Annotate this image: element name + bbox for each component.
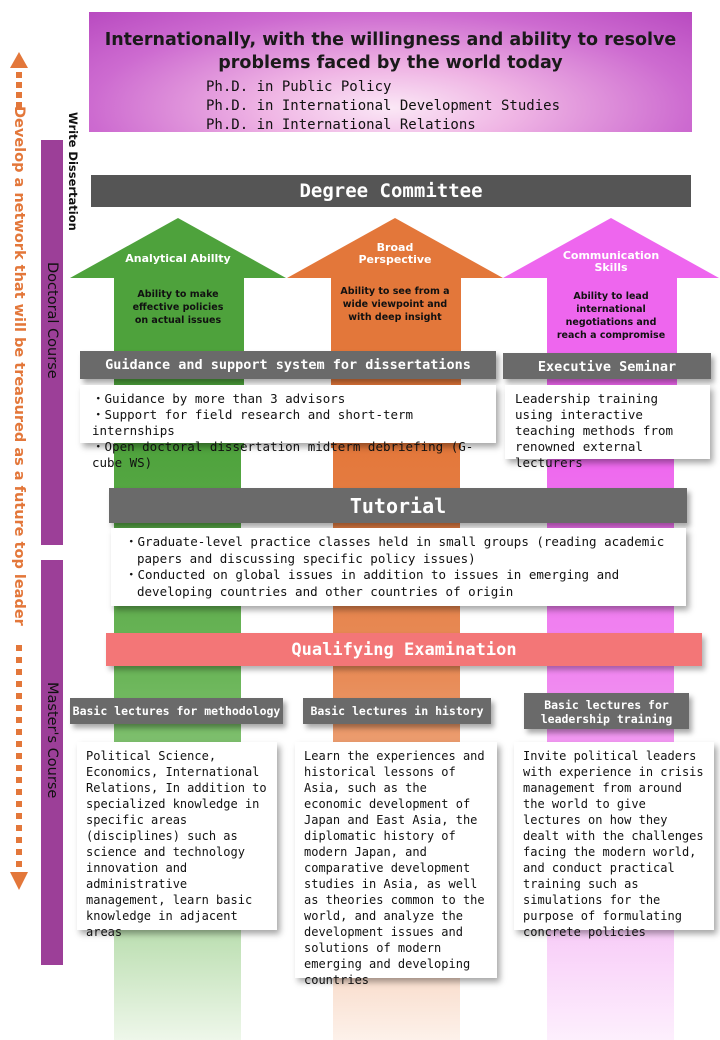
methodology-header: Basic lectures for methodology (70, 698, 283, 724)
goal-title: Internationally, with the willingness an… (104, 30, 677, 73)
executive-seminar-box: Leadership training using interactive te… (505, 385, 710, 470)
doctoral-course-bar (41, 140, 63, 545)
guidance-box: ・Guidance by more than 3 advisors ・Suppo… (80, 385, 496, 470)
leadership-header: Basic lectures for leadership training (524, 693, 689, 729)
arrow-description: Ability to lead international negotiatio… (556, 291, 666, 341)
arrow-title: Broad Perspective (358, 241, 432, 266)
arrow-title: Analytical Abillty (125, 252, 231, 265)
tutorial-header: Tutorial (109, 488, 687, 523)
qualifying-examination: Qualifying Examination (106, 633, 702, 666)
tutorial-box: ・Graduate-level practice classes held in… (111, 528, 686, 606)
degree-item: Ph.D. in International Relations (206, 117, 476, 133)
arrow-description: Ability to make effective policies on ac… (132, 289, 224, 326)
list-item: ・Guidance by more than 3 advisors (92, 391, 346, 406)
write-dissertation-label: Write Dissertation (66, 112, 80, 231)
doctoral-course-label: Doctoral Course (44, 262, 60, 379)
network-arrow (8, 50, 30, 895)
masters-course-bar (41, 560, 63, 965)
list-item: ・Support for field research and short-te… (92, 407, 414, 438)
history-header: Basic lectures in history (303, 698, 491, 724)
masters-course-label: Master's Course (44, 682, 60, 799)
arrow-description: Ability to see from a wide viewpoint and… (340, 286, 450, 323)
executive-seminar-header: Executive Seminar (503, 353, 711, 379)
arrow-title: Communication Skills (562, 249, 660, 274)
leadership-box: Invite political leaders with experience… (514, 742, 714, 939)
list-item: ・Conducted on global issues in addition … (125, 567, 620, 599)
degree-item: Ph.D. in Public Policy (206, 79, 392, 95)
list-item: ・Open doctoral dissertation midterm debr… (92, 439, 474, 470)
guidance-header: Guidance and support system for disserta… (80, 351, 496, 379)
network-label: Develop a network that will be treasured… (11, 106, 27, 626)
degree-committee: Degree Committee (91, 175, 691, 207)
history-box: Learn the experiences and historical les… (295, 742, 497, 987)
methodology-box: Political Science, Economics, Internatio… (77, 742, 277, 939)
list-item: ・Graduate-level practice classes held in… (125, 534, 665, 566)
goal-banner: Internationally, with the willingness an… (89, 12, 692, 135)
degree-list: Ph.D. in Public Policy Ph.D. in Internat… (206, 78, 560, 135)
degree-item: Ph.D. in International Development Studi… (206, 98, 561, 114)
